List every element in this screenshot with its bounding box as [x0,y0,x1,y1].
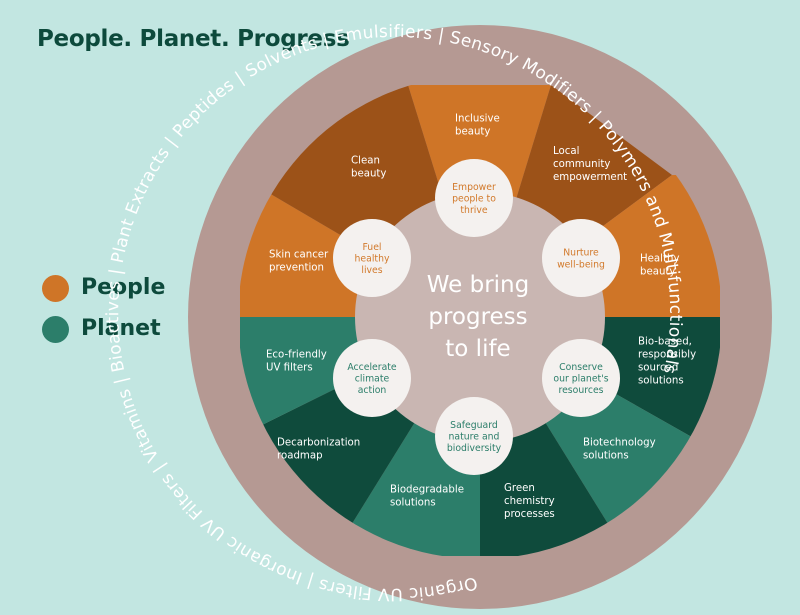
legend-planet-label: Planet [81,316,161,341]
pillar-circle-fuel-healthy-lives [333,219,411,297]
pillar-circle-accelerate-climate-action [333,339,411,417]
pillar-circle-empower-people-to-thrive [435,159,513,237]
page-title: People. Planet. Progress [37,26,350,52]
legend-people-label: People [81,275,166,300]
pillar-circle-safeguard-nature-and-biodiversity [435,397,513,475]
pillar-circle-conserve-our-planet-s-resources [542,339,620,417]
legend-people-swatch [42,275,69,302]
pillar-circle-nurture-well-being [542,219,620,297]
legend-planet-swatch [42,316,69,343]
